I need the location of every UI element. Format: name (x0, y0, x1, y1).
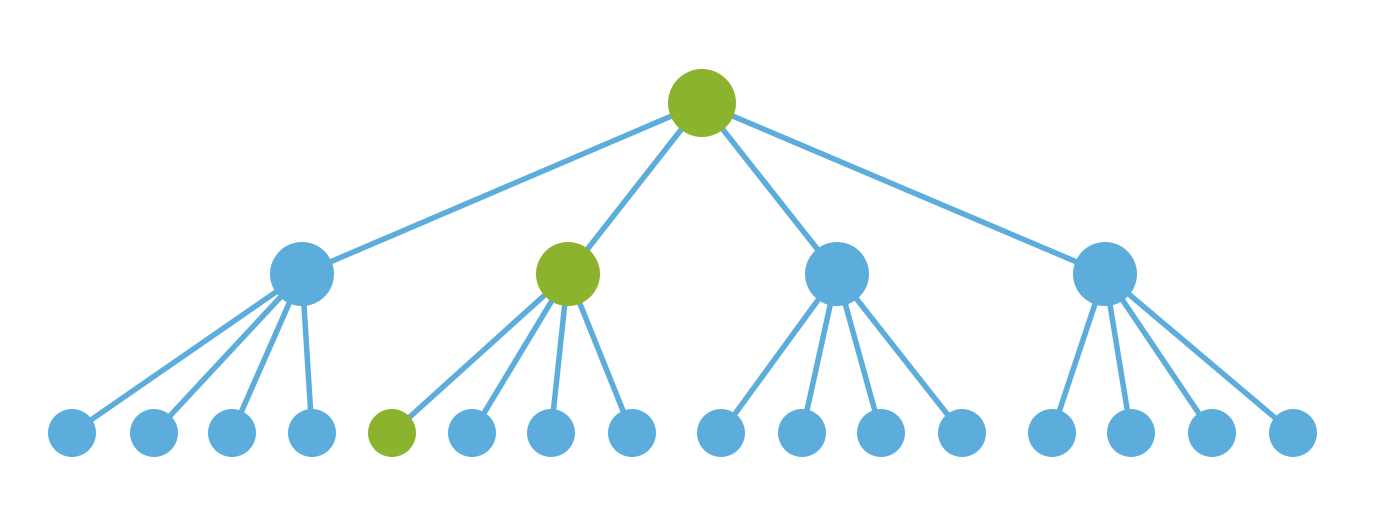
tree-node-l3 (208, 409, 256, 457)
tree-node-l7 (527, 409, 575, 457)
tree-node-l9 (697, 409, 745, 457)
tree-node-l11 (857, 409, 905, 457)
tree-node-l6 (448, 409, 496, 457)
tree-edge (565, 100, 705, 277)
tree-node-l5 (368, 409, 416, 457)
tree-node-l10 (778, 409, 826, 457)
tree-node-l4 (288, 409, 336, 457)
tree-edge (151, 271, 305, 436)
tree-edge (718, 271, 840, 436)
tree-edge (699, 100, 840, 277)
tree-node-l16 (1269, 409, 1317, 457)
tree-node-l1 (48, 409, 96, 457)
tree-node-l14 (1107, 409, 1155, 457)
tree-node-l2 (130, 409, 178, 457)
tree-node-b4 (1073, 242, 1137, 306)
tree-node-b3 (805, 242, 869, 306)
tree-edge (834, 271, 965, 436)
tree-edge (389, 271, 571, 436)
tree-edge (1102, 271, 1296, 436)
tree-node-l15 (1188, 409, 1236, 457)
tree-node-l13 (1028, 409, 1076, 457)
tree-node-root (668, 69, 736, 137)
tree-edge (69, 271, 305, 436)
tree-node-b1 (270, 242, 334, 306)
tree-node-b2 (536, 242, 600, 306)
tree-node-l12 (938, 409, 986, 457)
tree-edge (699, 100, 1108, 277)
tree-edge (299, 100, 705, 277)
tree-node-l8 (608, 409, 656, 457)
